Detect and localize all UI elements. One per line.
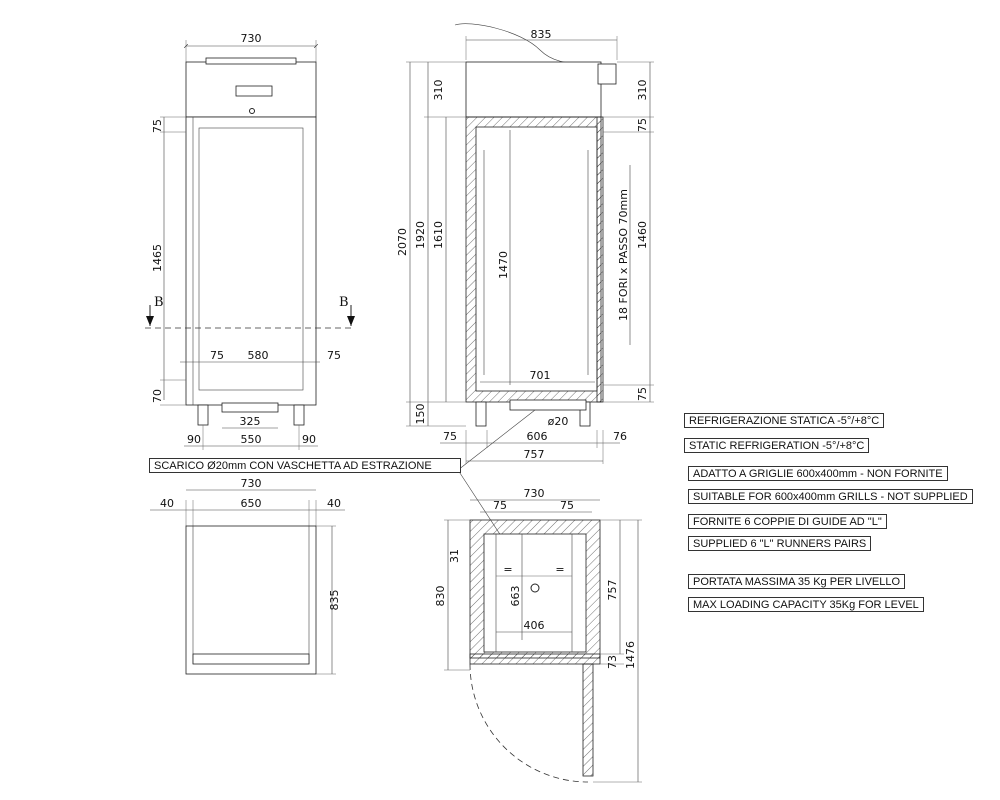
plan-h-830: 830	[434, 586, 447, 607]
note-max-load-en: MAX LOADING CAPACITY 35Kg FOR LEVEL	[688, 597, 924, 612]
note-static-refrigeration-it: REFRIGERAZIONE STATICA -5°/+8°C	[684, 413, 885, 428]
side-section-view: 835 2070 1920 1610 150 310 14	[396, 23, 654, 464]
runner-guides	[483, 150, 589, 375]
section-b-left: B	[154, 295, 164, 310]
side-w-606: 606	[527, 430, 548, 443]
top-w-40-right: 40	[327, 497, 341, 510]
side-drain-tray	[509, 399, 587, 411]
drain-diameter: ø20	[548, 415, 569, 428]
side-h-75-bottom: 75	[636, 387, 649, 401]
cabinet-interior	[475, 126, 598, 392]
top-cabinet	[185, 525, 317, 675]
side-h-1470: 1470	[497, 251, 510, 279]
note-runners-it: FORNITE 6 COPPIE DI GUIDE AD "L"	[688, 514, 887, 529]
front-w-75-right: 75	[327, 349, 341, 362]
plan-w-75-right: 75	[560, 499, 574, 512]
front-w-90-right: 90	[302, 433, 316, 446]
compressor-grille	[597, 63, 617, 85]
plan-h-757: 757	[606, 580, 619, 601]
drain-label: SCARICO Ø20mm CON VASCHETTA AD ESTRAZION…	[149, 458, 461, 473]
front-w-580: 580	[248, 349, 269, 362]
top-w-730: 730	[241, 477, 262, 490]
side-w-76: 76	[613, 430, 627, 443]
front-h-70: 70	[151, 389, 164, 403]
note-grills-en: SUITABLE FOR 600x400mm GRILLS - NOT SUPP…	[688, 489, 973, 504]
top-w-650: 650	[241, 497, 262, 510]
front-width-dim: 730	[241, 32, 262, 45]
front-w-90-left: 90	[187, 433, 201, 446]
drain-leader-top	[457, 409, 536, 471]
front-w-550: 550	[241, 433, 262, 446]
side-w-75: 75	[443, 430, 457, 443]
side-h-310-left: 310	[432, 80, 445, 101]
side-w-701: 701	[530, 369, 551, 382]
plan-w-730: 730	[524, 487, 545, 500]
front-h-1465: 1465	[151, 244, 164, 272]
control-panel	[235, 85, 273, 97]
plan-w-75-left: 75	[493, 499, 507, 512]
drain-hole	[530, 583, 540, 593]
side-h-75-top: 75	[636, 118, 649, 132]
plan-eq-right: =	[555, 563, 564, 576]
side-h-310-right: 310	[636, 80, 649, 101]
note-runners-en: SUPPLIED 6 "L" RUNNERS PAIRS	[688, 536, 872, 551]
side-h-2070: 2070	[396, 228, 409, 256]
plan-eq-left: =	[503, 563, 512, 576]
side-head	[465, 61, 602, 118]
drain-tray	[221, 402, 279, 413]
plan-h-31: 31	[448, 549, 461, 563]
top-w-40-left: 40	[160, 497, 174, 510]
plan-interior	[483, 533, 587, 653]
plan-section-view: 730 75 75 = = 663 406 31 830 757 73 1476	[434, 487, 642, 783]
side-depth-835: 835	[531, 28, 552, 41]
plan-h-663: 663	[509, 586, 522, 607]
side-h-150: 150	[414, 404, 427, 425]
plan-h-1476: 1476	[624, 641, 637, 669]
front-w-75-left: 75	[210, 349, 224, 362]
side-h-1920: 1920	[414, 221, 427, 249]
front-w-325: 325	[240, 415, 261, 428]
front-door	[185, 116, 317, 406]
plan-h-73: 73	[606, 655, 619, 669]
door-swing-arc	[469, 663, 589, 783]
note-grills-it: ADATTO A GRIGLIE 600x400mm - NON FORNITE	[688, 466, 948, 481]
front-h-75: 75	[151, 119, 164, 133]
top-h-835: 835	[328, 590, 341, 611]
runner-spacing-note: 18 FORI x PASSO 70mm	[617, 189, 630, 321]
note-static-refrigeration-en: STATIC REFRIGERATION -5°/+8°C	[684, 438, 870, 453]
note-max-load-it: PORTATA MASSIMA 35 Kg PER LIVELLO	[688, 574, 906, 589]
side-w-757: 757	[524, 448, 545, 461]
side-h-1610: 1610	[432, 221, 445, 249]
side-h-1460: 1460	[636, 221, 649, 249]
front-view: 730 75 1465 70 B B 75 580 75	[145, 32, 355, 450]
section-b-right: B	[339, 295, 349, 310]
top-view: 730 40 650 40 835	[150, 477, 345, 675]
plan-w-406: 406	[524, 619, 545, 632]
